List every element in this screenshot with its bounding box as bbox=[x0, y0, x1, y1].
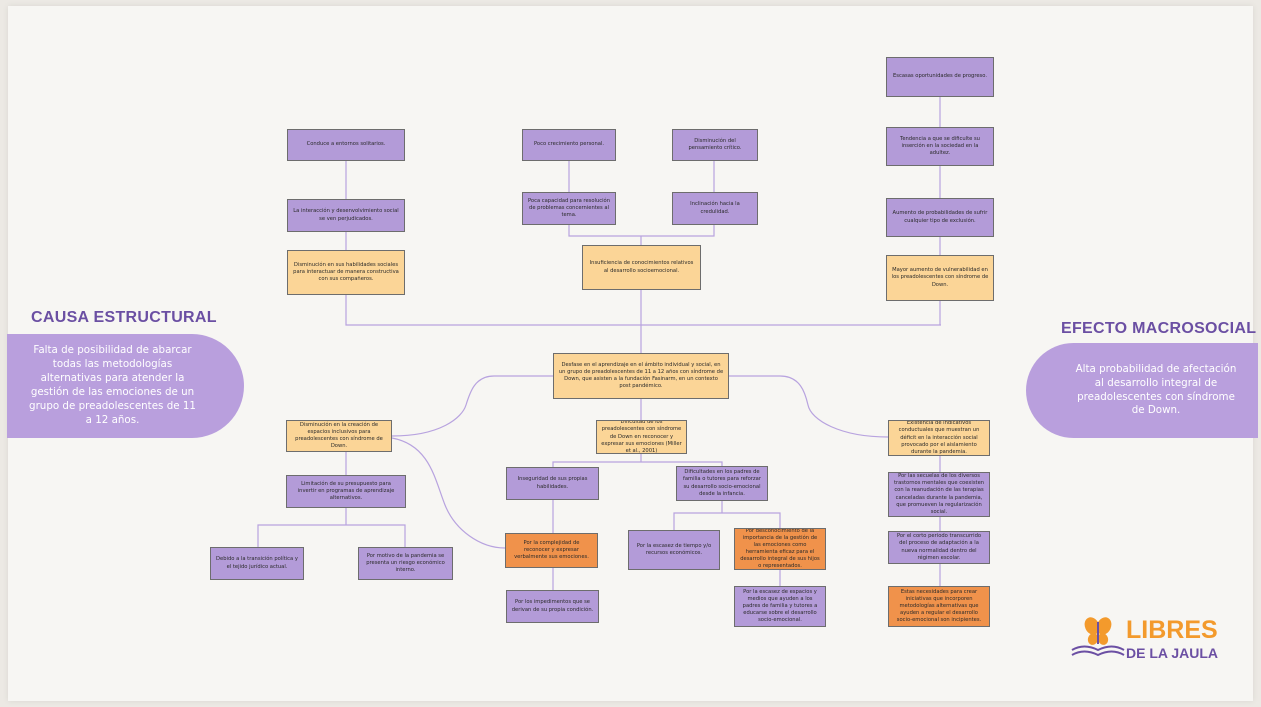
node-complejidad-reconocer: Por la complejidad de reconocer y expres… bbox=[505, 533, 598, 568]
node-pensamiento-critico: Disminución del pensamiento crítico. bbox=[672, 129, 758, 161]
node-corto-periodo: Por el corto periodo transcurrido del pr… bbox=[888, 531, 990, 564]
node-insercion-sociedad: Tendencia a que se dificulte su inserció… bbox=[886, 127, 994, 166]
left-panel-text: Falta de posibilidad de abarcar todas la… bbox=[7, 334, 244, 438]
node-poco-crecimiento: Poco crecimiento personal. bbox=[522, 129, 616, 161]
node-entornos-solitarios: Conduce a entornos solitarios. bbox=[287, 129, 405, 161]
node-credulidad: Inclinación hacia la credulidad. bbox=[672, 192, 758, 225]
left-panel-title: CAUSA ESTRUCTURAL bbox=[31, 309, 217, 326]
node-escasez-espacios: Por la escasez de espacios y medios que … bbox=[734, 586, 826, 627]
node-necesidades-incipientes: Estas necesidades para crear iniciativas… bbox=[888, 586, 990, 627]
node-escasez-tiempo: Por la escasez de tiempo y/o recursos ec… bbox=[628, 530, 720, 570]
node-problema-central: Desfase en el aprendizaje en el ámbito i… bbox=[553, 353, 729, 399]
right-panel-title: EFECTO MACROSOCIAL bbox=[1061, 320, 1257, 337]
node-presupuesto: Limitación de su presupuesto para invert… bbox=[286, 475, 406, 508]
node-habilidades-sociales: Disminución en sus habilidades sociales … bbox=[287, 250, 405, 295]
node-poca-capacidad: Poca capacidad para resolución de proble… bbox=[522, 192, 616, 225]
node-dificultad-emociones: Dificultad de los preadolescentes con sí… bbox=[596, 420, 687, 454]
node-escasas-oportunidades: Escasas oportunidades de progreso. bbox=[886, 57, 994, 97]
right-panel-text: Alta probabilidad de afectación al desar… bbox=[1026, 343, 1258, 438]
node-desconocimiento: Por desconocimiento de la importancia de… bbox=[734, 528, 826, 570]
logo-text-de-la-jaula: DE LA JAULA bbox=[1126, 645, 1219, 661]
butterfly-book-icon bbox=[1071, 617, 1125, 657]
logo-text-libres: LIBRES bbox=[1126, 616, 1218, 644]
node-impedimentos: Por los impedimentos que se derivan de s… bbox=[506, 590, 599, 623]
node-exclusion: Aumento de probabilidades de sufrir cual… bbox=[886, 198, 994, 237]
node-insuficiencia-conocimientos: Insuficiencia de conocimientos relativos… bbox=[582, 245, 701, 290]
node-inseguridad: Inseguridad de sus propias habilidades. bbox=[506, 467, 599, 500]
node-espacios-inclusivos: Disminución en la creación de espacios i… bbox=[286, 420, 392, 452]
node-dificultades-padres: Dificultades en los padres de familia o … bbox=[676, 466, 768, 501]
node-transicion-politica: Debido a la transición política y el tej… bbox=[210, 547, 304, 580]
libres-de-la-jaula-logo: LIBRES DE LA JAULA bbox=[1070, 612, 1220, 664]
node-vulnerabilidad: Mayor aumento de vulnerabilidad en los p… bbox=[886, 255, 994, 301]
node-secuelas-trastornos: Por las secuelas de los diversos trastor… bbox=[888, 472, 990, 517]
node-indicativos-conductuales: Existencia de indicativos conductuales q… bbox=[888, 420, 990, 456]
node-riesgo-economico: Por motivo de la pandemia se presenta un… bbox=[358, 547, 453, 580]
node-interaccion-social: La interacción y desenvolvimiento social… bbox=[287, 199, 405, 232]
